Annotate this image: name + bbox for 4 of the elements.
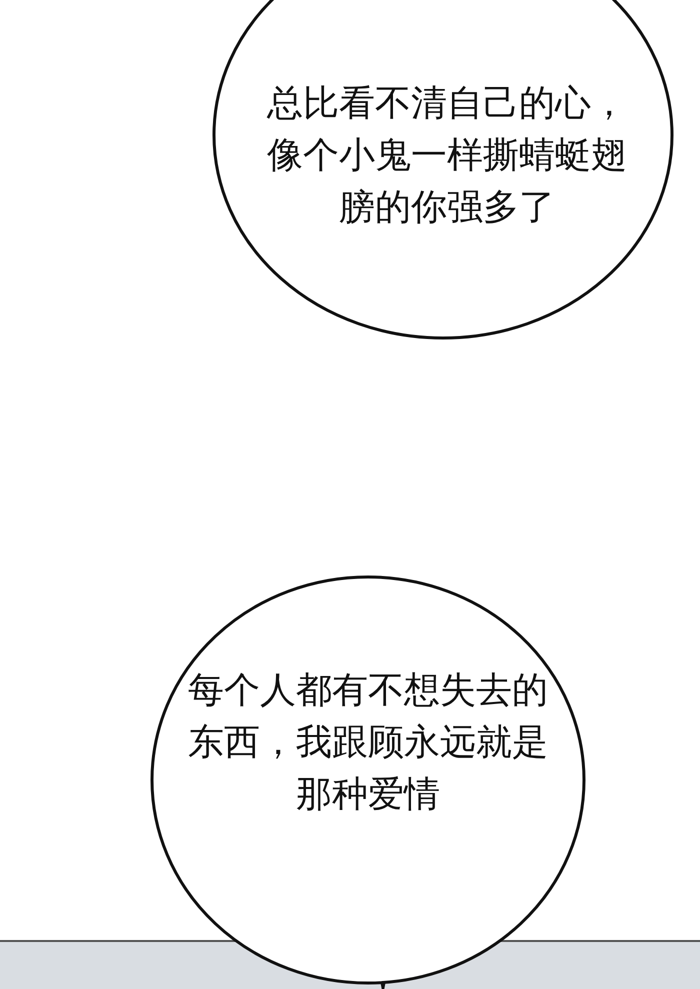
speech-bubble xyxy=(150,575,586,985)
speech-text: 每个人都有不想失去的东西，我跟顾永远就是那种爱情 xyxy=(188,669,548,817)
speech-text: 总比看不清自己的心，像个小鬼一样撕蜻蜓翅膀的你强多了 xyxy=(266,82,628,230)
speech-bubble xyxy=(212,0,674,340)
